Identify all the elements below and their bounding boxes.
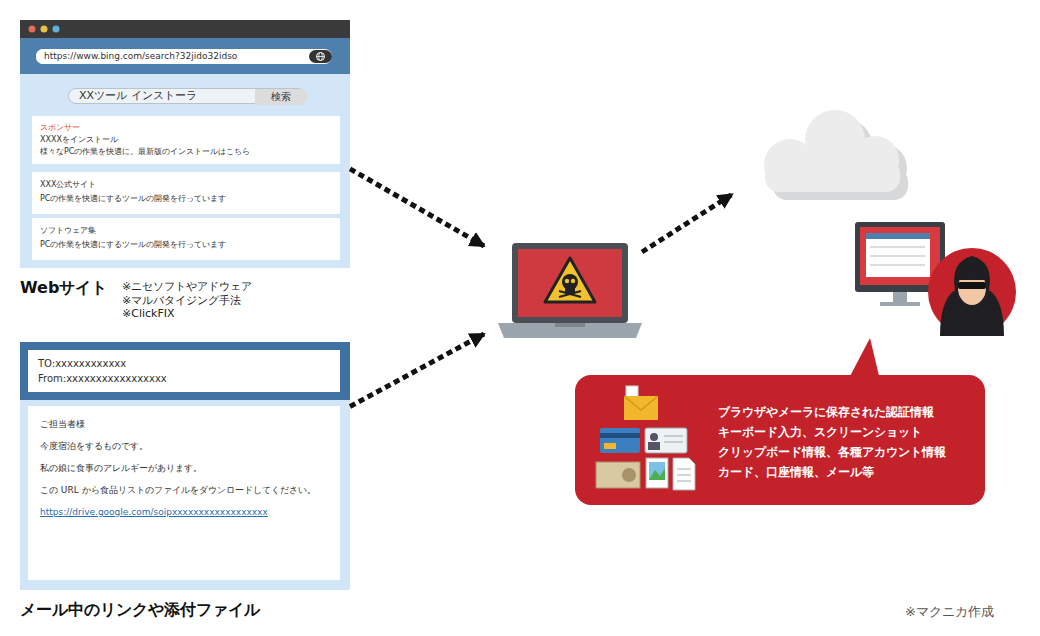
infected-laptop — [498, 243, 642, 338]
stolen-data-callout: ブラウザやメーラに保存された認証情報キーボード入力、スクリーンショットクリップボ… — [575, 375, 985, 505]
node-text: ご担当者様 — [40, 418, 328, 431]
result-card: ソフトウェア集 PCの作業を快適にするツールの開発を行っています — [32, 218, 340, 260]
url-bar: https://www.bing.com/search?32jido32idso — [36, 49, 306, 64]
result-card: XXX公式サイト PCの作業を快適にするツールの開発を行っています — [32, 172, 340, 214]
node-text: カード、口座情報、メール等 — [718, 462, 973, 482]
node-text: https://www.bing.com/search?32jido32idso — [36, 49, 306, 64]
callout-tail — [848, 338, 880, 380]
search-button: 検索 — [255, 89, 307, 105]
email-window: メール中のリンクや添付ファイルTO:xxxxxxxxxxxxFrom:xxxxx… — [20, 342, 350, 590]
note-label: ※ClickFIX — [122, 307, 175, 320]
node-text: ブラウザやメーラに保存された認証情報 — [718, 402, 973, 422]
node-text: ソフトウェア集 — [40, 225, 332, 236]
node-text: キーボード入力、スクリーンショット — [718, 422, 973, 442]
node-text: 私の娘に食事のアレルギーがあります。 — [40, 462, 328, 475]
flow-arrow — [350, 334, 484, 406]
node-text: メール中のリンクや添付ファイル — [20, 600, 260, 621]
node-text: クリップボード情報、各種アカウント情報 — [718, 442, 973, 462]
email-window — [20, 342, 350, 590]
callout-bubble — [575, 375, 985, 505]
node-text: 今度宿泊をするものです。 — [40, 440, 328, 453]
victim-laptop — [484, 240, 642, 340]
node-text: スポンサー — [40, 122, 332, 133]
email-header: TO:xxxxxxxxxxxxFrom:xxxxxxxxxxxxxxxxx — [28, 350, 340, 392]
stolen-data-icons — [596, 386, 695, 490]
node-text: https://drive.google.com/soipxxxxxxxxxxx… — [40, 506, 328, 519]
node-text: 検索 — [255, 89, 307, 105]
cloud-server — [732, 108, 918, 204]
node-text: Webサイト — [20, 278, 107, 299]
node-text: 様々なPCの作業を快適に。最新版のインストールはこちら — [40, 146, 332, 157]
node-text: PCの作業を快適にするツールの開発を行っています — [40, 239, 332, 250]
search-box: XXツール インストーラ検索 — [68, 88, 306, 104]
node-text: この URL から食品リストのファイルをダウンロードしてください。 — [40, 484, 328, 497]
node-text: XXXXをインストール — [40, 134, 332, 145]
email-body: ご担当者様今度宿泊をするものです。私の娘に食事のアレルギーがあります。この UR… — [28, 406, 340, 580]
node-text: TO:xxxxxxxxxxxx — [38, 356, 330, 371]
flow-arrow — [642, 194, 732, 252]
note-label: ※マルバタイジング手法 — [122, 293, 241, 308]
node-text: From:xxxxxxxxxxxxxxxxx — [38, 371, 330, 386]
flow-arrow — [350, 169, 484, 246]
note-label: ※ニセソフトやアドウェア — [122, 279, 252, 294]
result-card: スポンサーXXXXをインストール様々なPCの作業を快適に。最新版のインストールは… — [32, 116, 340, 164]
cloud — [764, 110, 908, 200]
browser-window — [20, 20, 350, 268]
browser-window: Webサイトhttps://www.bing.com/search?32jido… — [20, 20, 350, 268]
node-text: PCの作業を快適にするツールの開発を行っています — [40, 193, 332, 204]
node-text: XXX公式サイト — [40, 179, 332, 190]
hacker-figure — [928, 248, 1016, 336]
note-label: ※マクニカ作成 — [905, 603, 994, 621]
